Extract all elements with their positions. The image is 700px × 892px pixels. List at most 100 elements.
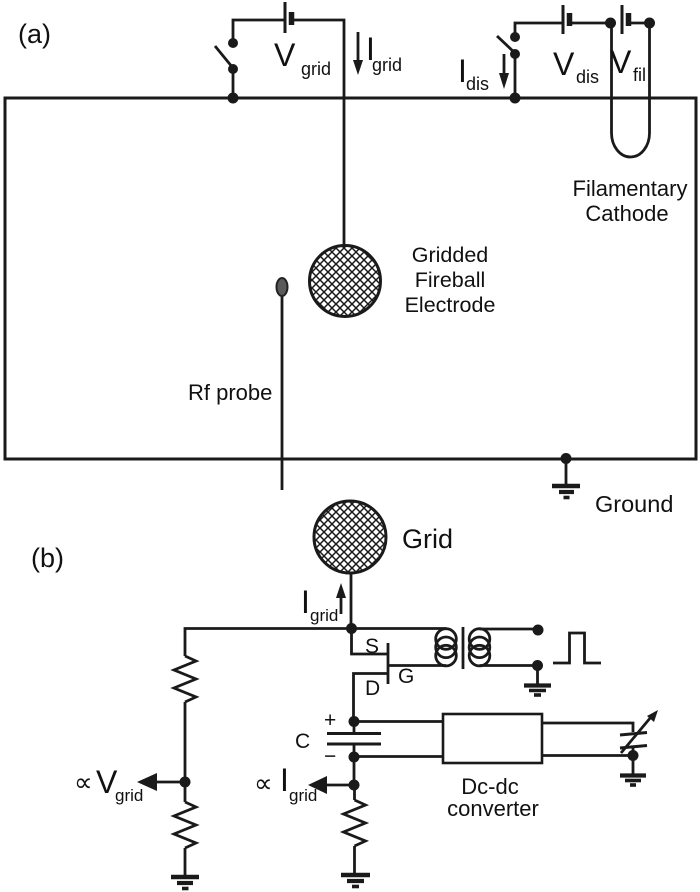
electrode-label-line2: Fireball [415,268,486,292]
vgrid-subscript: grid [301,59,331,79]
coil-loop [467,635,492,660]
igrid-arrow-icon [353,32,363,75]
switch-contact [228,64,238,74]
mosfet-gate-label: G [398,665,414,688]
fireball-electrode: Gridded Fireball Electrode [308,243,496,318]
variable-capacitor [542,710,658,787]
panel-b: (b) Grid I grid ∝ [31,499,658,891]
rf-probe-label: Rf probe [188,380,272,405]
coil-loop [434,627,458,651]
igrid-b-label: I [301,584,310,620]
idis-arrow-icon [499,54,509,89]
terminal-dot [532,624,544,636]
cathode-label-line1: Filamentary [573,176,688,201]
vmonitor-arrow-icon [137,773,185,791]
junction-dot [509,92,521,104]
variable-arrow-head [647,710,658,722]
prop-v-label: V [96,764,118,800]
variable-arrow-shaft [619,716,653,754]
vgrid-label: V [274,37,296,73]
dcdc-label-line1: Dc-dc [461,774,518,799]
arrow-head-left [137,773,157,791]
ground-label: Ground [595,491,673,517]
prop-i-symbol: ∝ [254,768,273,798]
ground-icon [524,683,551,697]
ground-icon [620,773,646,787]
panel-a-label: (a) [18,19,51,49]
prop-i-label: I [280,762,289,798]
resistor-icon [170,654,200,704]
prop-i-subscript: grid [289,786,317,805]
prop-v-subscript: grid [115,786,143,805]
mosfet-drain-label: D [365,677,380,700]
ground-icon [341,872,370,889]
grid-lead: I grid [301,573,357,634]
storage-capacitor: + − C [295,709,381,768]
electrode-label-line1: Gridded [412,243,489,267]
cathode-label-line2: Cathode [585,201,668,226]
dcdc-converter: Dc-dc converter [354,712,544,821]
wire [231,18,285,43]
igrid-label: I [366,31,375,67]
grid-label: Grid [402,524,453,554]
resistor-icon [170,800,200,850]
igrid-subscript: grid [372,55,402,75]
battery-icon-vgrid [283,2,295,33]
battery-icon-vfil [620,5,632,34]
current-sense: ∝ I grid [254,757,370,889]
switch-contact [510,49,520,59]
imonitor-arrow-icon [308,776,354,794]
voltage-divider: ∝ V grid [74,627,351,891]
drain-lead [352,672,388,721]
vacuum-chamber [3,96,698,461]
panel-a: (a) V grid I grid [3,2,698,517]
igrid-b-subscript: grid [310,606,338,625]
wire [542,721,635,732]
arrow-head-down [499,73,509,89]
ground-icon [171,874,199,891]
primary-coil-icon [434,627,458,668]
prop-v-symbol: ∝ [74,767,93,797]
wire [513,21,563,37]
grid-sphere [312,499,388,575]
vdis-subscript: dis [576,67,599,87]
capacitor-plus-label: + [324,709,336,732]
igrid-up-arrow-icon [336,583,346,614]
switch-blade [213,45,235,69]
ground-icon [552,483,580,500]
battery-icon-vdis [561,5,573,34]
secondary-coil-icon [467,627,492,668]
chamber-ground: Ground [552,453,673,517]
pulse-transformer [351,624,601,697]
dcdc-label-line2: converter [447,796,539,821]
source-lead [350,628,388,656]
electrode-feed-wire [292,18,346,246]
capacitor-name-label: C [295,730,310,753]
dcdc-box [441,712,544,765]
resistor-icon [339,798,370,848]
pulse-waveform-icon [553,631,601,665]
grid-electrode: Grid [312,499,453,575]
wire [183,627,351,656]
grid-bias-branch: V grid I grid [213,2,402,246]
vfil-subscript: fil [633,65,646,85]
switch-icon [213,38,238,74]
idis-label: I [458,53,467,89]
vfil-label: V [610,44,632,80]
probe-tip [275,277,289,297]
arrow-head-left [308,776,327,794]
arrow-head-up [336,583,346,598]
panel-b-label: (b) [31,543,64,573]
electrode-label-line3: Electrode [405,293,496,317]
capacitor-plate [619,731,648,737]
vdis-label: V [553,46,575,82]
coil-loop [434,635,458,660]
mosfet: S G D [350,628,446,721]
capacitor-minus-label: − [324,745,336,768]
discharge-branch: I dis V dis V fil Filamentary Cathode [458,5,687,226]
idis-subscript: dis [466,74,489,94]
arrow-head-down [353,60,363,75]
gridded-electrode-sphere [308,244,382,318]
